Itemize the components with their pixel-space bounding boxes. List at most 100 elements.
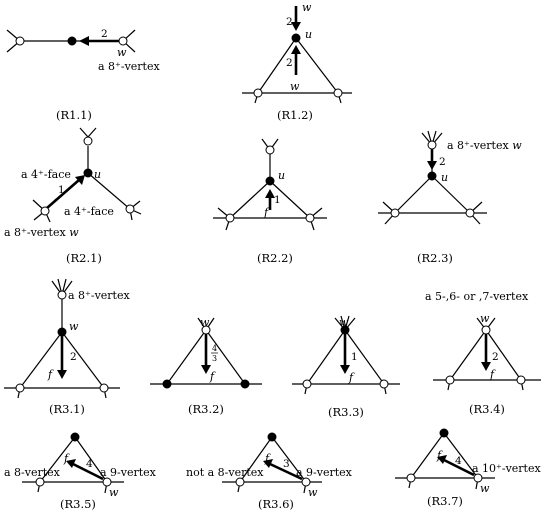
vertex-label-w: w xyxy=(290,80,300,93)
charge-label: 1 xyxy=(274,194,281,206)
edge xyxy=(306,329,346,385)
charge-arrow xyxy=(72,462,104,481)
face-label-f: f xyxy=(264,452,271,465)
face-label-f: f xyxy=(47,368,54,381)
caption: (R1.2) xyxy=(277,108,313,122)
rule-r3-5: a 8-vertex f 4 a 9-vertex w (R3.5) xyxy=(4,432,157,511)
vertex-label-w: w xyxy=(69,320,79,333)
filled-vertex xyxy=(162,379,172,389)
filled-vertex-w xyxy=(57,327,67,337)
caption: (R3.2) xyxy=(188,402,224,416)
edge xyxy=(87,127,97,138)
open-vertex xyxy=(235,477,245,487)
edge xyxy=(61,331,105,389)
caption: (R1.1) xyxy=(56,108,92,122)
rule-r3-1: a 8⁺-vertex w 2 f (R3.1) xyxy=(4,278,130,416)
rule-r1-2: w 2 u 2 w (R1.2) xyxy=(242,1,352,122)
charge-denominator: 3 xyxy=(212,354,217,363)
vertex-description: a 9-vertex xyxy=(296,466,353,479)
arrow-head xyxy=(263,459,273,468)
vertex-label-w: w xyxy=(109,486,119,499)
caption: (R3.6) xyxy=(258,497,294,511)
charge-label: 2 xyxy=(492,351,499,363)
edge xyxy=(394,175,433,214)
edge xyxy=(344,329,385,385)
charge-label: 1 xyxy=(351,351,358,363)
arrow-head xyxy=(265,189,275,198)
charge-label: 4 xyxy=(455,455,462,467)
filled-vertex-u xyxy=(83,168,93,178)
filled-vertex-w xyxy=(340,325,350,335)
open-vertex xyxy=(99,383,109,393)
vertex-label-u: u xyxy=(305,28,312,41)
vertex-label-w: w xyxy=(480,312,490,325)
vertex-label-w: w xyxy=(117,46,127,59)
open-vertex xyxy=(15,383,25,393)
rule-r3-3: w 1 f (R3.3) xyxy=(292,315,400,419)
open-vertex xyxy=(406,473,416,483)
arrow-head xyxy=(201,365,211,374)
arrow-head xyxy=(75,175,85,185)
arrow-head xyxy=(66,459,76,468)
open-vertex xyxy=(516,375,526,385)
rule-r2-3: a 8⁺-vertex w 2 u (R2.3) xyxy=(378,130,522,265)
edge xyxy=(485,329,522,381)
arrow-head xyxy=(57,370,67,379)
edge xyxy=(295,37,339,94)
arrow-head xyxy=(427,161,437,170)
filled-vertex-u xyxy=(427,171,437,181)
open-vertex xyxy=(57,290,67,300)
arrow-head xyxy=(79,36,89,46)
rule-r3-2: w 4 3 f (R3.2) xyxy=(150,316,262,416)
open-vertex xyxy=(83,136,93,146)
open-vertex-w xyxy=(473,473,483,483)
face-label-f: f xyxy=(263,206,270,219)
vertex-label-w: w xyxy=(308,486,318,499)
vertex-label-w: w xyxy=(200,316,210,329)
charge-label: 3 xyxy=(283,458,290,470)
edge xyxy=(431,175,471,214)
edge xyxy=(87,172,131,210)
open-vertex-w xyxy=(40,206,50,216)
filled-vertex xyxy=(70,432,80,442)
rule-r1-1: 2 w a 8⁺-vertex (R1.1) xyxy=(6,28,160,122)
open-vertex xyxy=(265,145,275,155)
vertex-description: not a 8-vertex xyxy=(186,466,264,479)
edge xyxy=(271,436,307,483)
vertex-description: a 9-vertex xyxy=(100,466,157,479)
open-vertex xyxy=(225,213,235,223)
face-label-f: f xyxy=(209,370,216,383)
open-vertex xyxy=(302,379,312,389)
filled-vertex xyxy=(67,36,77,46)
face-label-f: f xyxy=(348,371,355,384)
rule-r3-7: f 4 a 10⁺-vertex w (R3.7) xyxy=(395,428,541,508)
open-vertex xyxy=(253,88,263,98)
edge xyxy=(449,329,487,381)
edge xyxy=(239,436,273,483)
open-vertex xyxy=(390,208,400,218)
edge xyxy=(443,432,479,479)
vertex-description: a 8⁺-vertex w xyxy=(447,139,522,152)
vertex-description: a 8⁺-vertex w xyxy=(4,226,79,239)
edge xyxy=(39,436,76,483)
filled-vertex xyxy=(267,432,277,442)
charge-arrow xyxy=(269,462,303,481)
charge-label: 2 xyxy=(286,16,293,28)
edge xyxy=(269,180,311,219)
caption: (R3.1) xyxy=(49,402,85,416)
vertex-label-u: u xyxy=(441,171,448,184)
caption: (R3.4) xyxy=(469,402,505,416)
open-vertex-w xyxy=(201,325,211,335)
charge-label: 2 xyxy=(70,351,77,363)
rule-r2-1: a 4⁺-face u 1 a 4⁺-face a 8⁺-vertex w (R… xyxy=(4,127,142,265)
open-vertex xyxy=(15,36,25,46)
vertex-description: a 5-,6- or ,7-vertex xyxy=(425,290,529,303)
vertex-description: a 10⁺-vertex xyxy=(472,462,541,475)
charge-numerator: 4 xyxy=(212,344,217,353)
charge-label: 1 xyxy=(58,184,65,196)
charge-arrow xyxy=(46,179,80,209)
open-vertex xyxy=(305,213,315,223)
arrow-head xyxy=(340,365,350,374)
open-vertex-w xyxy=(118,36,128,46)
